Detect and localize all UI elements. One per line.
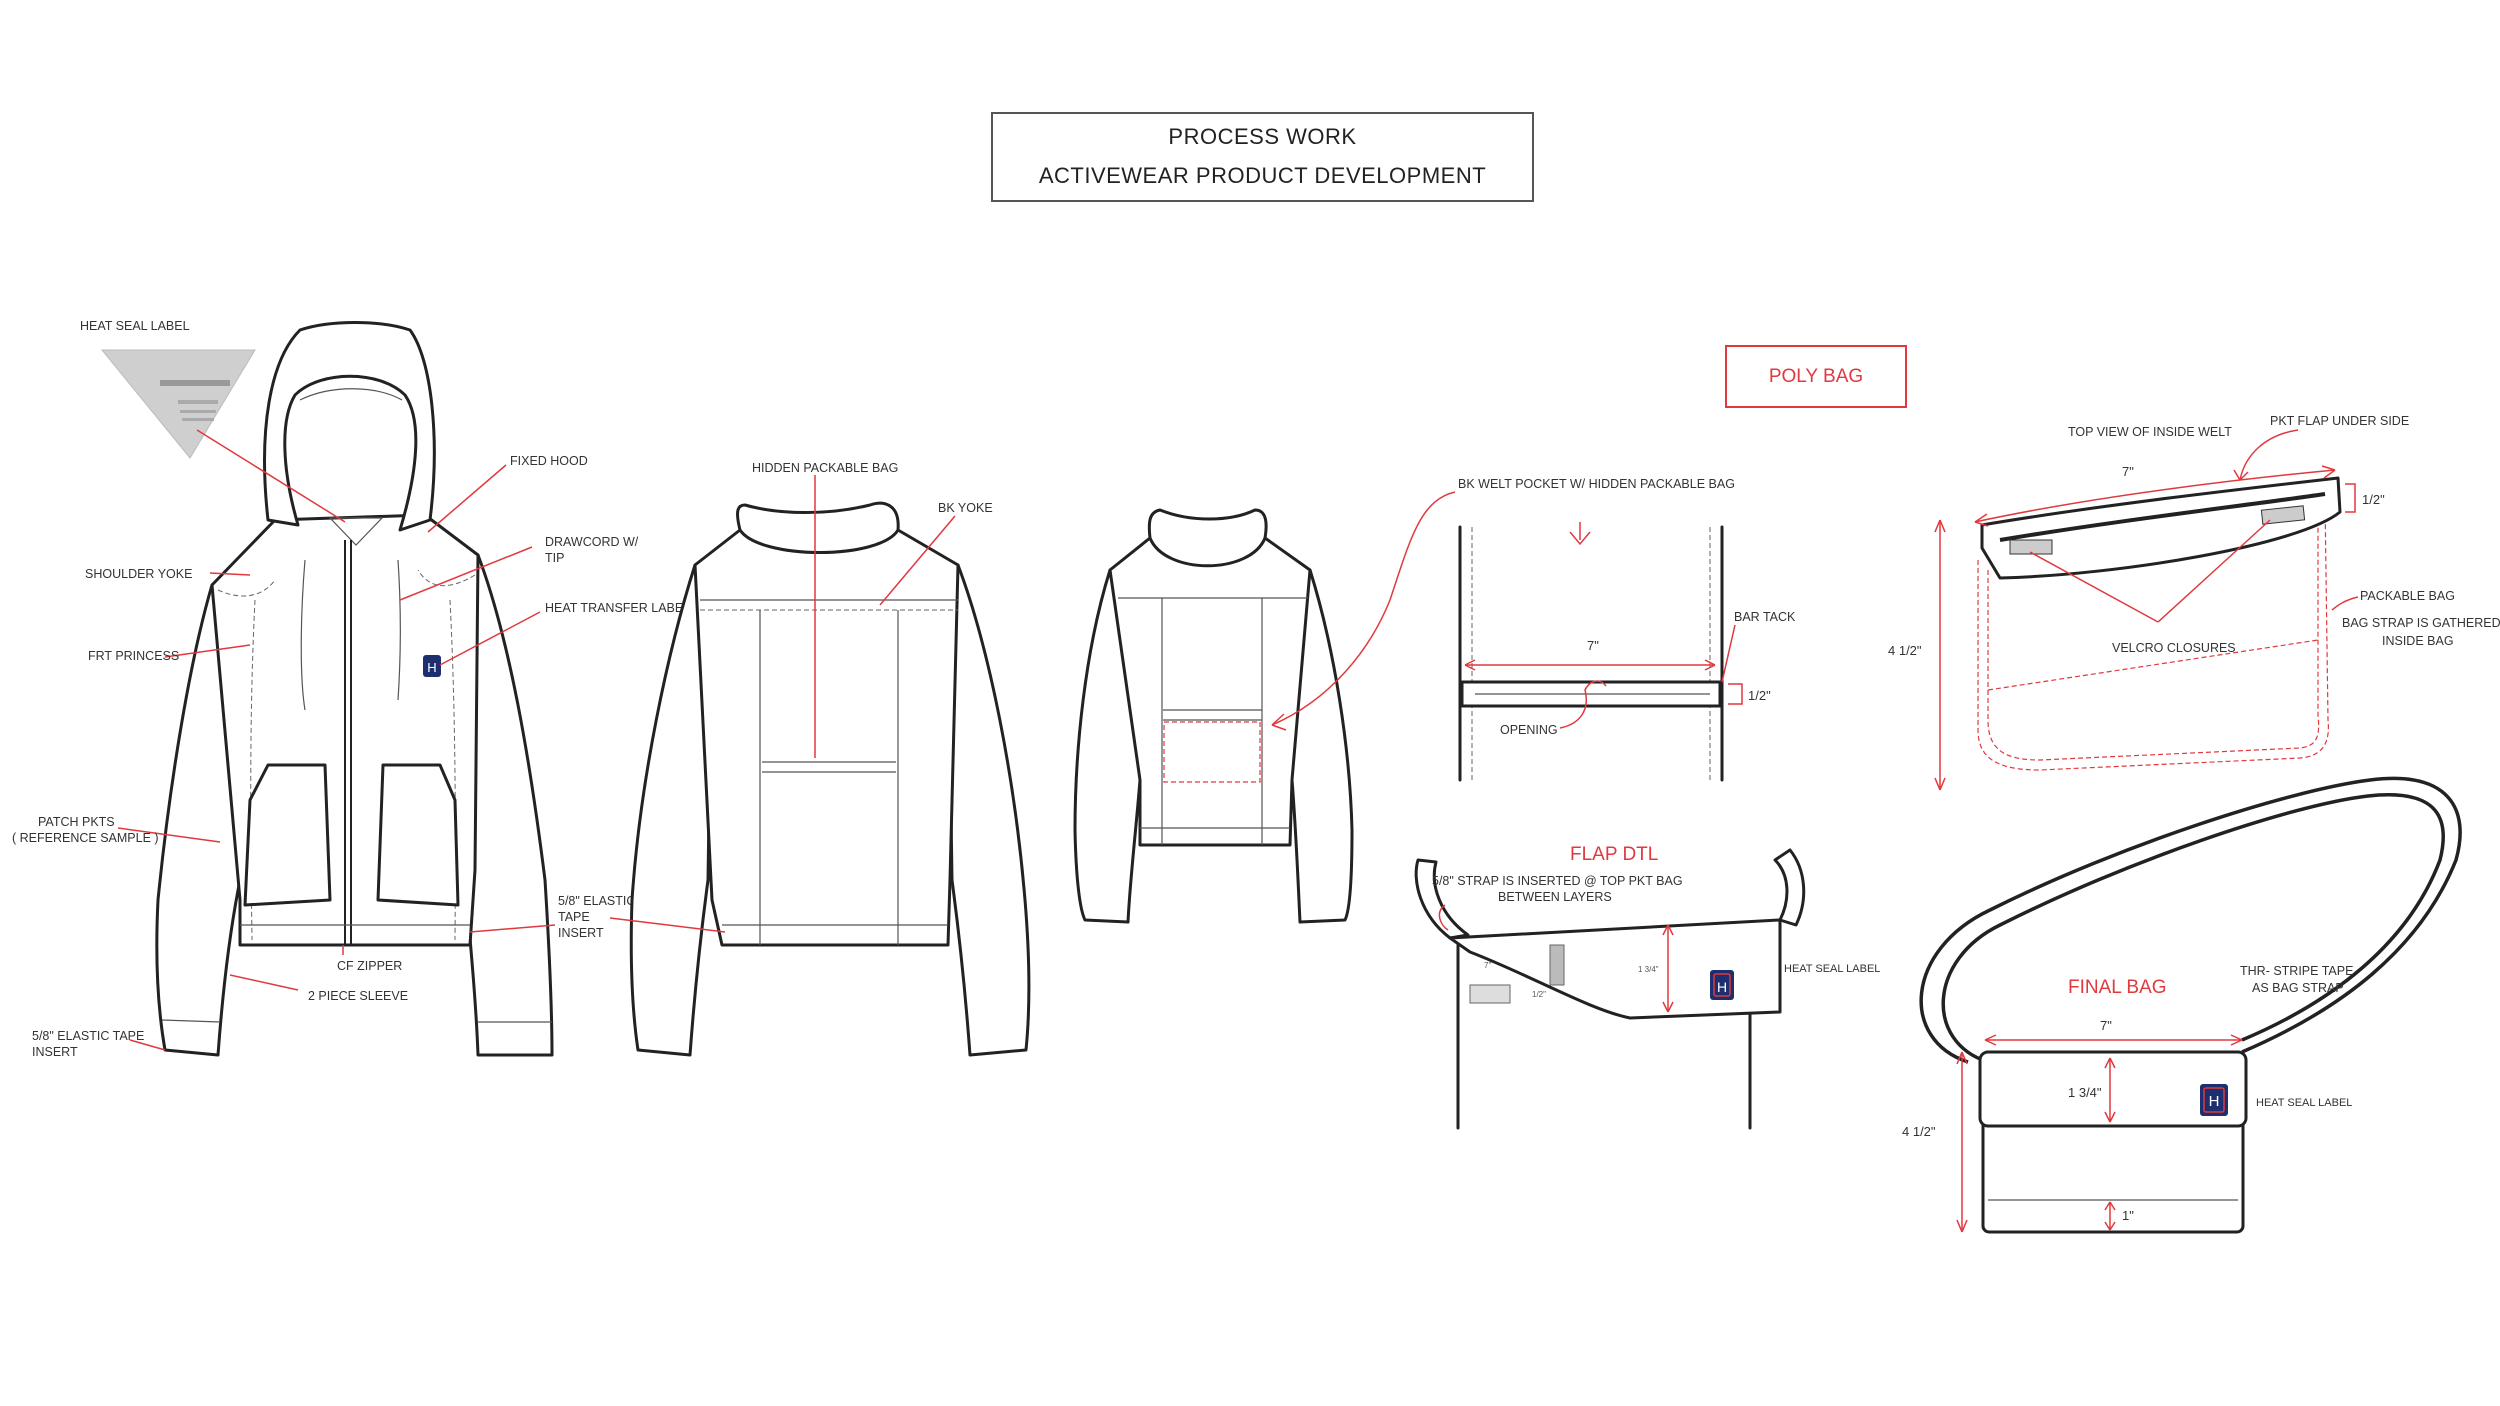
label-top-view-width: 7" <box>2122 464 2134 479</box>
label-flap-strap-1: 5/8" STRAP IS INSERTED @ TOP PKT BAG <box>1432 874 1683 888</box>
label-final-heat-seal: HEAT SEAL LABEL <box>2256 1097 2352 1109</box>
label-bk-yoke: BK YOKE <box>938 501 993 515</box>
label-flap-heat-seal: HEAT SEAL LABEL <box>1784 963 1880 975</box>
final-bag: H <box>1919 776 2462 1234</box>
front-right-pocket <box>376 763 460 907</box>
final-bag-strap <box>1919 776 2462 1064</box>
label-velcro: VELCRO CLOSURES <box>2112 641 2236 655</box>
flap-strap-right <box>1773 848 1806 927</box>
title-line-1: PROCESS WORK <box>1168 124 1357 149</box>
label-bar-tack: BAR TACK <box>1734 610 1796 624</box>
label-final-flap: 1 3/4" <box>2068 1085 2102 1100</box>
back-right-sleeve <box>946 563 1031 1057</box>
label-flap-small-h: 1/2" <box>1532 990 1546 999</box>
front-logo-letter: H <box>427 660 436 675</box>
label-frt-princess: FRT PRINCESS <box>88 649 179 663</box>
flap-panel <box>1448 918 1782 1020</box>
label-strap-gathered-1: BAG STRAP IS GATHERED <box>2342 616 2500 630</box>
back2-body <box>1108 536 1312 847</box>
back-jacket-cropped <box>1073 508 1354 924</box>
title-line-2: ACTIVEWEAR PRODUCT DEVELOPMENT <box>1038 163 1487 188</box>
label-top-view-title: TOP VIEW OF INSIDE WELT <box>2068 425 2232 439</box>
label-welt-title: BK WELT POCKET W/ HIDDEN PACKABLE BAG <box>1458 477 1735 491</box>
top-view-welt <box>1980 476 2342 580</box>
label-packable-bag: PACKABLE BAG <box>2360 589 2455 603</box>
welt-pocket-detail <box>1458 522 1743 782</box>
label-two-piece-sleeve: 2 PIECE SLEEVE <box>308 989 408 1003</box>
label-patch-pkts-1: PATCH PKTS <box>38 815 115 829</box>
label-flap-strap-2: BETWEEN LAYERS <box>1498 890 1612 904</box>
back2-hood <box>1147 508 1268 568</box>
back-hood <box>736 501 900 554</box>
label-patch-pkts-2: ( REFERENCE SAMPLE ) <box>12 831 159 845</box>
label-drawcord-2: TIP <box>545 551 564 565</box>
front-hood <box>263 321 436 532</box>
label-welt-width: 7" <box>1587 638 1599 653</box>
poly-bag-box: POLY BAG <box>1725 345 1907 408</box>
label-flap-small-w: 7" <box>1484 961 1491 970</box>
label-flap-small-d: 1 3/4" <box>1638 965 1659 974</box>
back-left-sleeve <box>629 563 714 1057</box>
label-top-view-depth: 4 1/2" <box>1888 643 1922 658</box>
label-shoulder-yoke: SHOULDER YOKE <box>85 567 192 581</box>
front-left-pocket <box>243 763 332 907</box>
label-opening: OPENING <box>1500 723 1558 737</box>
flap-detail: H <box>1414 848 1806 1130</box>
label-final-bottom: 1" <box>2122 1208 2134 1223</box>
label-elastic-1: 5/8" ELASTIC <box>558 894 635 908</box>
label-fixed-hood: FIXED HOOD <box>510 454 588 468</box>
heat-seal-label-swatch <box>100 349 256 459</box>
label-stripe-1: THR- STRIPE TAPE <box>2240 964 2353 978</box>
label-top-view-height: 1/2" <box>2362 492 2385 507</box>
final-bag-flap <box>1978 1050 2248 1128</box>
back2-right-sleeve <box>1288 568 1354 924</box>
packable-bag-top-view <box>1934 429 2359 791</box>
title-box: PROCESS WORK ACTIVEWEAR PRODUCT DEVELOPM… <box>991 112 1534 202</box>
label-elastic-2: TAPE <box>558 910 590 924</box>
label-final-bag: FINAL BAG <box>2068 977 2167 998</box>
final-logo-letter: H <box>2209 1093 2220 1110</box>
flap-strap-left <box>1414 858 1470 940</box>
flap-logo-letter: H <box>1717 979 1727 995</box>
back-jacket <box>629 501 1031 1057</box>
front-left-sleeve <box>155 583 242 1057</box>
label-strap-gathered-2: INSIDE BAG <box>2382 634 2454 648</box>
label-drawcord-1: DRAWCORD W/ <box>545 535 639 549</box>
label-flap-title: FLAP DTL <box>1570 844 1658 865</box>
label-heat-transfer-label: HEAT TRANSFER LABEL <box>545 601 690 615</box>
label-welt-height: 1/2" <box>1748 688 1771 703</box>
label-final-height: 4 1/2" <box>1902 1124 1936 1139</box>
label-elastic-tape-2: INSERT <box>32 1045 78 1059</box>
label-final-width: 7" <box>2100 1018 2112 1033</box>
label-pkt-flap: PKT FLAP UNDER SIDE <box>2270 414 2409 428</box>
front-jacket: H <box>155 321 554 1057</box>
label-hidden-packable-bag: HIDDEN PACKABLE BAG <box>752 461 898 475</box>
front-logo <box>423 655 441 677</box>
label-heat-seal-label: HEAT SEAL LABEL <box>80 319 190 333</box>
label-cf-zipper: CF ZIPPER <box>337 959 402 973</box>
label-stripe-2: AS BAG STRAP <box>2252 981 2344 995</box>
label-elastic-3: INSERT <box>558 926 604 940</box>
back-body <box>693 528 960 947</box>
label-elastic-tape-1: 5/8" ELASTIC TAPE <box>32 1029 144 1043</box>
